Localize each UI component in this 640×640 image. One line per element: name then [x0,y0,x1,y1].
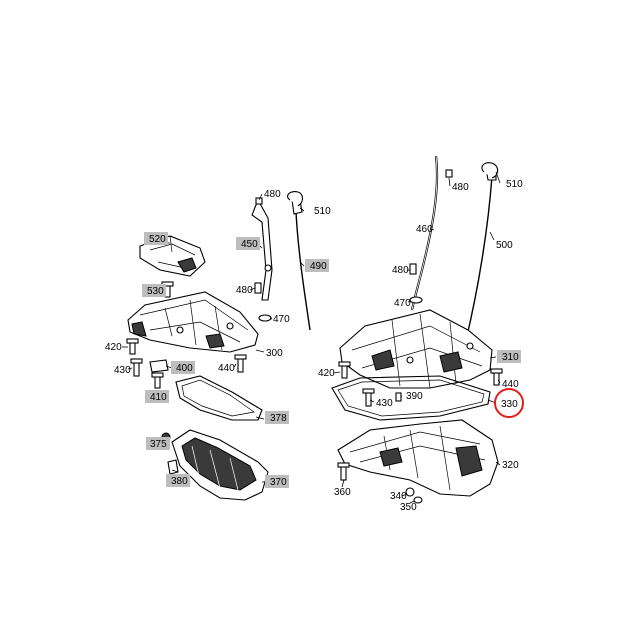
callout-460: 460 [416,224,433,235]
part-320-oil-pan-lower [337,419,499,497]
callout-470-right: 470 [394,298,411,309]
callout-520: 520 [149,234,166,245]
part-500-dipstick [465,167,497,341]
callout-500: 500 [496,240,513,251]
callout-360: 360 [334,487,351,498]
callout-440-left: 440 [218,363,235,374]
label-tags [142,232,521,488]
drain-plug-340 [405,487,415,497]
callout-480-right-top: 480 [452,182,469,193]
callout-420-right: 420 [318,368,335,379]
callout-350: 350 [400,502,417,513]
callout-340: 340 [390,491,407,502]
oring-470-left [258,314,272,322]
bolt-420-right [338,361,351,379]
part-310-oil-pan-upper [339,309,493,389]
callout-480-left-top: 480 [264,189,281,200]
callout-390: 390 [406,391,423,402]
part-330-gasket [331,375,491,421]
callout-300: 300 [266,348,283,359]
callout-400: 400 [176,363,193,374]
callout-320: 320 [502,460,519,471]
bolt-480-left-top [255,197,263,205]
bolt-390 [395,392,402,402]
handle-510-right [481,162,499,179]
callout-490: 490 [310,261,327,272]
callout-470-left: 470 [273,314,290,325]
callout-310: 310 [502,352,519,363]
callout-420-left: 420 [105,342,122,353]
oring-470-right [409,296,423,304]
callout-430-left: 430 [114,365,131,376]
bolt-480-right-bottom [409,263,417,275]
callout-510-left: 510 [314,206,331,217]
callout-370: 370 [270,477,287,488]
bolt-480-left-bottom [254,282,262,294]
callout-380: 380 [171,476,188,487]
callouts: 520 530 480 510 450 490 480 470 300 420 … [105,179,523,513]
part-370-oil-pan-lower [171,429,269,501]
part-400-clip [149,359,169,373]
handle-510-left [287,191,304,207]
callout-378: 378 [270,413,287,424]
part-520-bracket [139,235,206,277]
bolt-360 [337,462,350,481]
leader-lines [122,171,501,504]
callout-375: 375 [150,439,167,450]
bolt-420-left [126,338,139,355]
highlight-circle-330 [494,388,524,418]
bolt-430-left [130,358,143,377]
bolt-480-right-top [445,169,453,178]
bolt-410 [151,372,164,389]
bolt-430-right [362,388,375,407]
callout-480-left-bottom: 480 [236,285,253,296]
part-378-gasket [175,375,263,421]
part-350-seal [413,496,423,504]
callout-450: 450 [241,239,258,250]
callout-410: 410 [150,392,167,403]
bolt-440-right [490,368,503,386]
callout-330: 330 [501,399,518,410]
bolt-440-left [234,354,247,373]
callout-480-right-bottom: 480 [392,265,409,276]
callout-510-right: 510 [506,179,523,190]
callout-440-right: 440 [502,379,519,390]
part-300-oil-pan-upper [127,291,259,353]
part-450-guide-tube [251,198,273,301]
callout-530: 530 [147,286,164,297]
callout-430-right: 430 [376,398,393,409]
